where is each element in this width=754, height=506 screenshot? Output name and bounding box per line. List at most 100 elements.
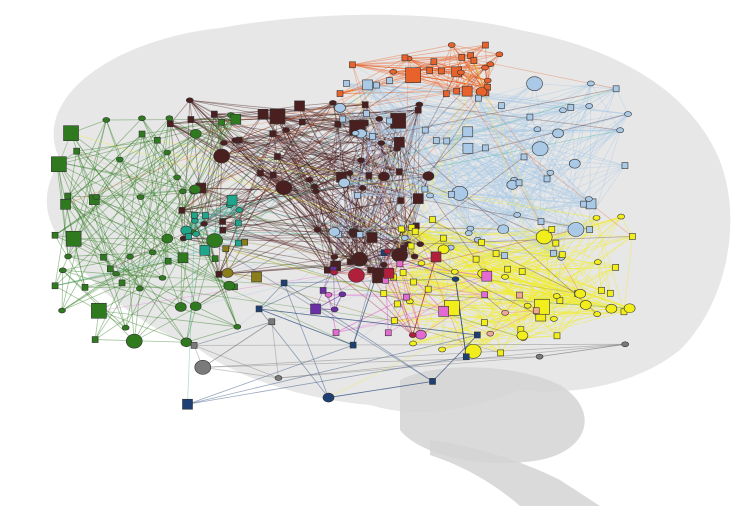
network-edge [467, 88, 617, 149]
network-edge [346, 83, 520, 184]
network-edge [84, 260, 169, 288]
network-edge [577, 216, 622, 294]
network-edge [360, 159, 419, 199]
network-edge [495, 253, 543, 308]
network-edge [54, 133, 197, 236]
network-node-orange [430, 58, 438, 65]
network-edge [556, 217, 597, 336]
network-edge [504, 172, 551, 256]
network-node-dark-green [175, 302, 187, 312]
network-edge [349, 173, 371, 271]
network-edge [222, 229, 360, 260]
network-edge [402, 229, 616, 268]
network-edge [352, 64, 486, 69]
network-edge [84, 286, 235, 288]
network-node-yellow [380, 290, 388, 297]
network-node-dark-brown [415, 101, 424, 108]
network-node-light-blue [432, 137, 440, 144]
network-node-grey [194, 360, 212, 375]
network-node-light-blue [531, 141, 549, 157]
network-edge [560, 165, 626, 259]
network-edge [468, 229, 576, 234]
network-edge [93, 199, 111, 269]
network-edge [459, 116, 531, 196]
network-edge [433, 53, 500, 63]
network-edge [352, 64, 414, 76]
network-edge [61, 252, 153, 311]
network-edge [459, 156, 525, 197]
network-node-dark-brown [416, 241, 425, 247]
network-edge [278, 356, 540, 379]
network-edge [383, 288, 429, 294]
network-node-yellow [407, 242, 415, 250]
network-edge [315, 191, 336, 267]
network-edge [119, 132, 356, 160]
network-node-yellow [440, 234, 447, 242]
network-edge [429, 195, 590, 230]
network-edge [376, 84, 460, 196]
network-node-grey [535, 353, 544, 360]
network-edge [70, 132, 154, 253]
network-edge [402, 229, 508, 270]
network-edge [404, 203, 592, 239]
network-node-yellow [550, 316, 558, 322]
network-edge [352, 178, 548, 346]
network-edge [129, 84, 377, 258]
network-edge [436, 140, 520, 184]
network-edge [315, 175, 429, 192]
network-edge [234, 139, 351, 262]
network-edge [332, 102, 366, 106]
network-edge [260, 133, 274, 174]
network-node-light-blue [462, 143, 474, 154]
network-edge [539, 148, 542, 222]
network-edge [272, 133, 404, 249]
network-edge [200, 187, 328, 271]
network-edge [513, 133, 559, 181]
network-edge [477, 113, 629, 241]
network-node-orange [483, 77, 492, 84]
network-node-pink [403, 293, 410, 301]
network-edge [432, 219, 543, 308]
network-edge [436, 140, 525, 158]
network-edge [399, 113, 629, 173]
network-node-yellow [605, 303, 618, 314]
network-edge [170, 123, 360, 264]
network-node-dark-brown [400, 244, 407, 252]
network-edge [54, 118, 237, 287]
network-edge [119, 159, 194, 193]
network-edge [315, 191, 318, 230]
network-edge [194, 209, 240, 222]
network-node-orange [458, 54, 466, 61]
network-edge [349, 172, 401, 201]
network-edge [523, 156, 590, 230]
network-edge [615, 88, 629, 115]
network-edge [162, 123, 171, 278]
network-edge [403, 272, 586, 306]
network-edge [195, 229, 318, 307]
network-edge [218, 175, 429, 275]
network-edge [376, 84, 541, 150]
brain-cerebrum [46, 14, 731, 413]
network-edge [380, 142, 401, 201]
network-edge [54, 151, 78, 286]
network-edge [355, 132, 452, 248]
network-node-dark-green [92, 194, 100, 200]
network-node-light-blue [386, 77, 393, 84]
network-edge [333, 182, 345, 232]
network-edge [415, 231, 611, 294]
network-edge [221, 155, 371, 271]
network-node-light-blue [567, 104, 575, 111]
network-edge [221, 104, 420, 157]
network-edge [186, 326, 238, 343]
network-node-yellow [574, 288, 587, 299]
network-edge [54, 118, 237, 236]
network-node-yellow [417, 260, 426, 266]
network-node-orange [443, 90, 450, 98]
network-edge [409, 273, 484, 302]
network-node-teal [235, 207, 244, 213]
network-edge [353, 232, 385, 266]
network-edge [70, 132, 402, 230]
network-edge [218, 175, 370, 275]
network-edge [372, 136, 471, 229]
network-edge [446, 53, 500, 95]
